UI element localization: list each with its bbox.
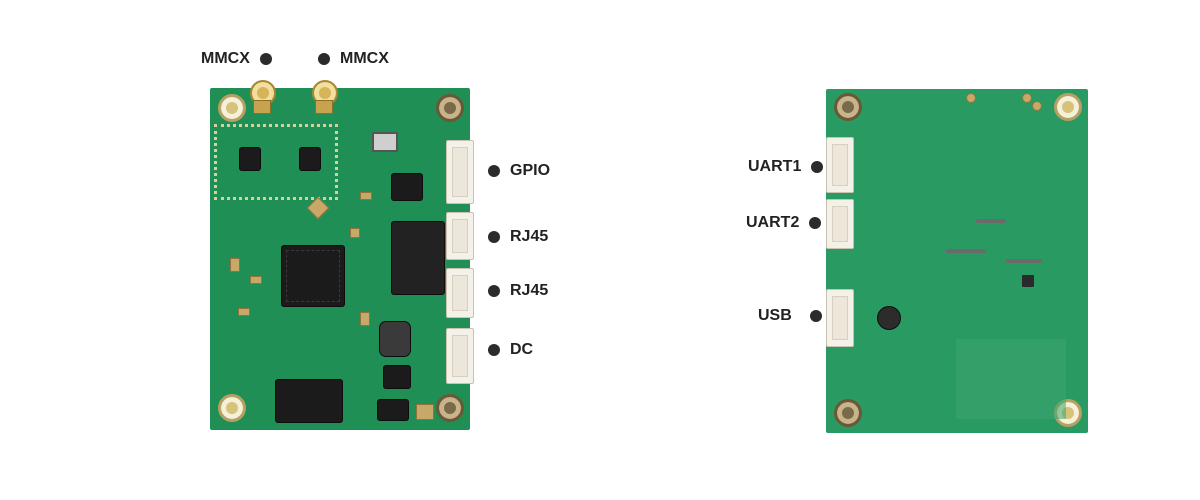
- crystal: [306, 196, 330, 220]
- label-mmcx-left-dot: [259, 53, 272, 65]
- pcb-back: [826, 89, 1088, 433]
- back-passive-row-1: [946, 249, 986, 253]
- back-passive-1: [966, 93, 976, 103]
- mmcx-base-right: [315, 100, 333, 114]
- mount-hole-bottom-left: [218, 394, 246, 422]
- label-uart2: UART2: [746, 214, 822, 232]
- label-gpio-text: GPIO: [510, 162, 551, 179]
- passive-2: [250, 276, 262, 284]
- soic-chip: [392, 174, 422, 200]
- label-dc-text: DC: [510, 341, 534, 358]
- back-inductor: [878, 307, 900, 329]
- mount-hole-top-left: [218, 94, 246, 122]
- passive-4: [360, 312, 370, 326]
- mount-hole-bottom-right: [436, 394, 464, 422]
- label-mmcx-left: MMCX: [201, 50, 272, 68]
- back-mount-hole-top-left: [834, 93, 862, 121]
- regulator-chip: [384, 366, 410, 388]
- connector-dc: [446, 328, 474, 384]
- label-mmcx-left-text: MMCX: [201, 50, 250, 67]
- label-rj45-top-dot: [488, 231, 500, 243]
- connector-usb: [826, 289, 854, 347]
- mount-hole-top-right: [436, 94, 464, 122]
- label-rj45-bottom-dot: [488, 285, 500, 297]
- label-rj45-top: RJ45: [488, 228, 548, 246]
- back-passive-2: [1022, 93, 1032, 103]
- main-processor: [282, 246, 344, 306]
- connector-rj45-top: [446, 212, 474, 260]
- rf-chip-left: [240, 148, 260, 170]
- connector-gpio: [446, 140, 474, 204]
- back-mount-hole-bottom-left: [834, 399, 862, 427]
- back-ground-plane: [956, 339, 1066, 419]
- label-usb-dot: [809, 310, 822, 322]
- label-mmcx-right-dot: [318, 53, 330, 65]
- label-rj45-bottom: RJ45: [488, 282, 548, 300]
- label-usb: USB: [758, 307, 822, 325]
- back-mount-hole-top-right: [1054, 93, 1082, 121]
- passive-5: [360, 192, 372, 200]
- connector-uart1: [826, 137, 854, 193]
- back-passive-3: [1032, 101, 1042, 111]
- ethernet-transformer: [392, 222, 444, 294]
- label-gpio: GPIO: [488, 162, 550, 180]
- back-passive-row-3: [1006, 259, 1042, 263]
- label-uart1-dot: [811, 161, 824, 173]
- power-inductor: [380, 322, 410, 356]
- label-usb-text: USB: [758, 307, 792, 324]
- connector-uart2: [826, 199, 854, 249]
- label-rj45-bottom-text: RJ45: [510, 282, 549, 299]
- cap-large: [416, 404, 434, 420]
- diode-small: [378, 400, 408, 420]
- label-uart2-text: UART2: [746, 214, 800, 231]
- label-mmcx-right: MMCX: [318, 50, 389, 68]
- passive-6: [350, 228, 360, 238]
- back-passive-row-2: [976, 219, 1006, 223]
- label-gpio-dot: [488, 165, 500, 177]
- connector-rj45-bottom: [446, 268, 474, 318]
- label-dc: DC: [488, 341, 533, 359]
- passive-1: [230, 258, 240, 272]
- label-uart1: UART1: [748, 158, 824, 176]
- passive-3: [238, 308, 250, 316]
- label-uart1-text: UART1: [748, 158, 802, 175]
- mmcx-base-left: [253, 100, 271, 114]
- pcb-front: [210, 80, 474, 430]
- label-dc-dot: [488, 344, 500, 356]
- back-small-ic: [1022, 275, 1034, 287]
- label-uart2-dot: [809, 217, 822, 229]
- memory-chip: [276, 380, 342, 422]
- rf-chip-right: [300, 148, 320, 170]
- button-switch: [372, 132, 398, 152]
- rf-shield-outline: [214, 124, 338, 200]
- label-mmcx-right-text: MMCX: [340, 50, 389, 67]
- label-rj45-top-text: RJ45: [510, 228, 549, 245]
